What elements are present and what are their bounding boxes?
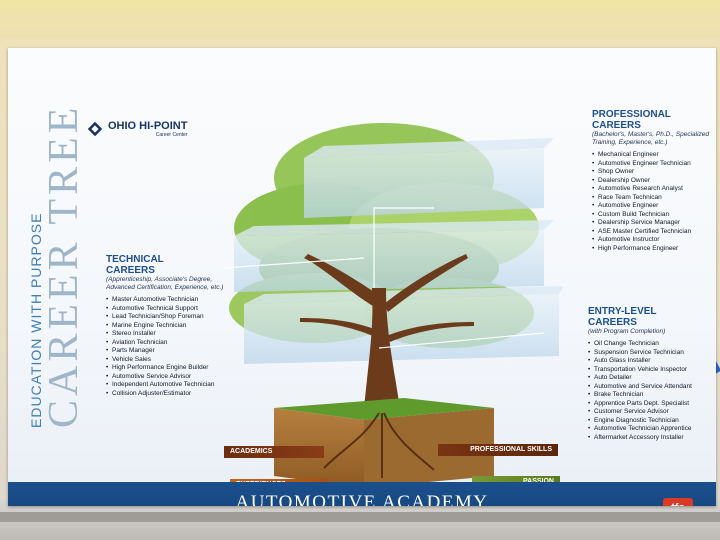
list-item: Aviation Technician [106,339,234,348]
list-item: Dealership Owner [592,177,716,186]
list-item: Transportation Vehicle Inspector [588,366,716,375]
list-item: Auto Detailer [588,374,716,383]
list-item: Vehicle Sales [106,356,234,365]
list-item: Automotive Technical Support [106,305,234,314]
entry-level-careers: ENTRY-LEVEL CAREERS (with Program Comple… [588,306,716,442]
list-item: Brake Technician [588,391,716,400]
connector-lines [223,207,545,349]
technical-heading-1: TECHNICAL [106,254,164,265]
entry-list: Oil Change Technician Suspension Service… [588,340,716,442]
tree-roots [323,412,435,478]
entry-heading-1: ENTRY-LEVEL [588,306,657,317]
list-item: Marine Engine Technician [106,322,234,331]
list-item: Automotive and Service Attendant [588,383,716,392]
middle-panel [234,220,554,292]
list-item: Master Automotive Technician [106,296,234,305]
professional-list: Mechanical Engineer Automotive Engineer … [592,151,716,253]
svg-text:tfs: tfs [671,502,684,506]
entry-subhead: (with Program Completion) [588,328,666,335]
list-item: Parts Manager [106,347,234,356]
logo-title: OHIO HI-POINT [108,120,188,132]
list-item: Custom Build Technician [592,211,716,220]
technical-subhead: (Apprenticeship, Associate's Degree, Adv… [106,276,224,291]
list-item: Automotive Service Advisor [106,373,234,382]
list-item: Automotive Engineer [592,202,716,211]
professional-subhead: (Bachelor's, Master's, Ph.D., Specialize… [592,131,709,146]
technical-list: Master Automotive Technician Automotive … [106,296,234,398]
list-item: Independent Automotive Technician [106,381,234,390]
professional-heading-2: CAREERS [592,120,641,131]
list-item: Race Team Technican [592,194,716,203]
list-item: Stereo Installer [106,330,234,339]
list-item: Oil Change Technician [588,340,716,349]
list-item: Shop Owner [592,168,716,177]
tfs-badge-icon: tfs [663,498,693,506]
label-professional-skills: PROFESSIONAL SKILLS [438,444,558,456]
professional-heading-1: PROFESSIONAL [592,109,671,120]
list-item: Collision Adjuster/Estimator [106,390,234,399]
marker-tray [0,512,720,522]
list-item: Lead Technician/Shop Foreman [106,313,234,322]
tree-illustration [223,123,564,488]
list-item: Aftermarket Accessory Installer [588,434,716,443]
list-item: Automotive Technician Apprentice [588,425,716,434]
technical-careers: TECHNICAL CAREERS (Apprenticeship, Assoc… [106,254,234,398]
banner-title: AUTOMOTIVE ACADEMY [235,492,489,506]
list-item: Customer Service Advisor [588,408,716,417]
vertical-title: EDUCATION WITH PURPOSE CAREER TREE [28,103,87,428]
list-item: ASE Master Certified Technician [592,228,716,237]
career-tree-poster: EDUCATION WITH PURPOSE CAREER TREE OHIO … [8,48,716,506]
list-item: High Performance Engine Builder [106,364,234,373]
list-item: Apprentice Parts Dept. Specialist [588,400,716,409]
logo-mark-icon [87,121,103,137]
label-academics: ACADEMICS [224,446,324,458]
list-item: Automotive Instructor [592,236,716,245]
academy-banner [8,482,716,506]
technical-heading-2: CAREERS [106,265,155,276]
list-item: High Performance Engineer [592,245,716,254]
entry-heading-2: CAREERS [588,317,637,328]
top-panel [304,138,554,218]
tree-trunk [300,254,474,408]
list-item: Automotive Research Analyst [592,185,716,194]
wall [0,0,720,40]
professional-careers: PROFESSIONAL CAREERS (Bachelor's, Master… [592,109,716,253]
school-logo: OHIO HI-POINT Career Center [86,120,187,138]
list-item: Dealership Service Manager [592,219,716,228]
list-item: Mechanical Engineer [592,151,716,160]
list-item: Auto Glass Installer [588,357,716,366]
logo-subtitle: Career Center [155,132,188,138]
grass-block [274,398,494,488]
poster-title: CAREER TREE [41,103,87,428]
list-item: Engine Diagnostic Technician [588,417,716,426]
list-item: Automotive Engineer Technician [592,160,716,169]
list-item: Suspension Service Technician [588,349,716,358]
